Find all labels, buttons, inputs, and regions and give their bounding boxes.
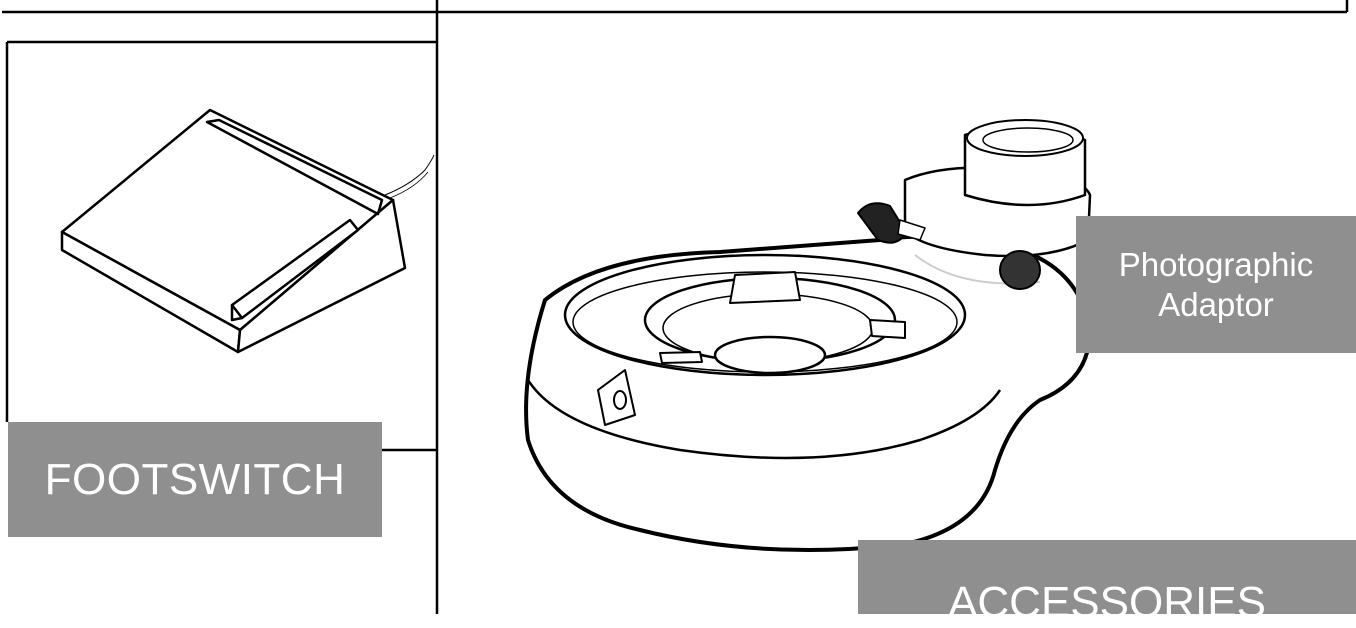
ring-clip-right — [869, 319, 906, 339]
diagram-canvas — [2, 0, 1349, 614]
adaptor-button — [999, 250, 1041, 290]
adaptor-screw-knob — [857, 202, 907, 244]
ring-aperture — [713, 335, 827, 375]
panel-borders — [2, 0, 1349, 614]
ring-light-illustration — [524, 119, 1092, 552]
footswitch-label: FOOTSWITCH — [8, 422, 382, 537]
photographic-adaptor-label: Photographic Adaptor — [1076, 216, 1356, 353]
accessories-label-text: ACCESSORIES — [948, 578, 1266, 627]
photographic-adaptor-label-line1: Photographic — [1118, 245, 1314, 283]
footswitch-illustration — [60, 108, 435, 354]
footswitch-pedal — [230, 218, 360, 320]
ring-clip-left — [659, 351, 703, 364]
accessories-label: ACCESSORIES — [858, 540, 1356, 627]
ring-clip-top — [729, 271, 801, 304]
footswitch-label-text: FOOTSWITCH — [44, 454, 346, 504]
footswitch-top-groove — [205, 118, 384, 216]
ring-outer — [563, 253, 967, 377]
ring-switch — [597, 369, 636, 426]
photographic-adaptor-label-line2: Adaptor — [1158, 285, 1274, 323]
footswitch-cable — [384, 154, 435, 196]
